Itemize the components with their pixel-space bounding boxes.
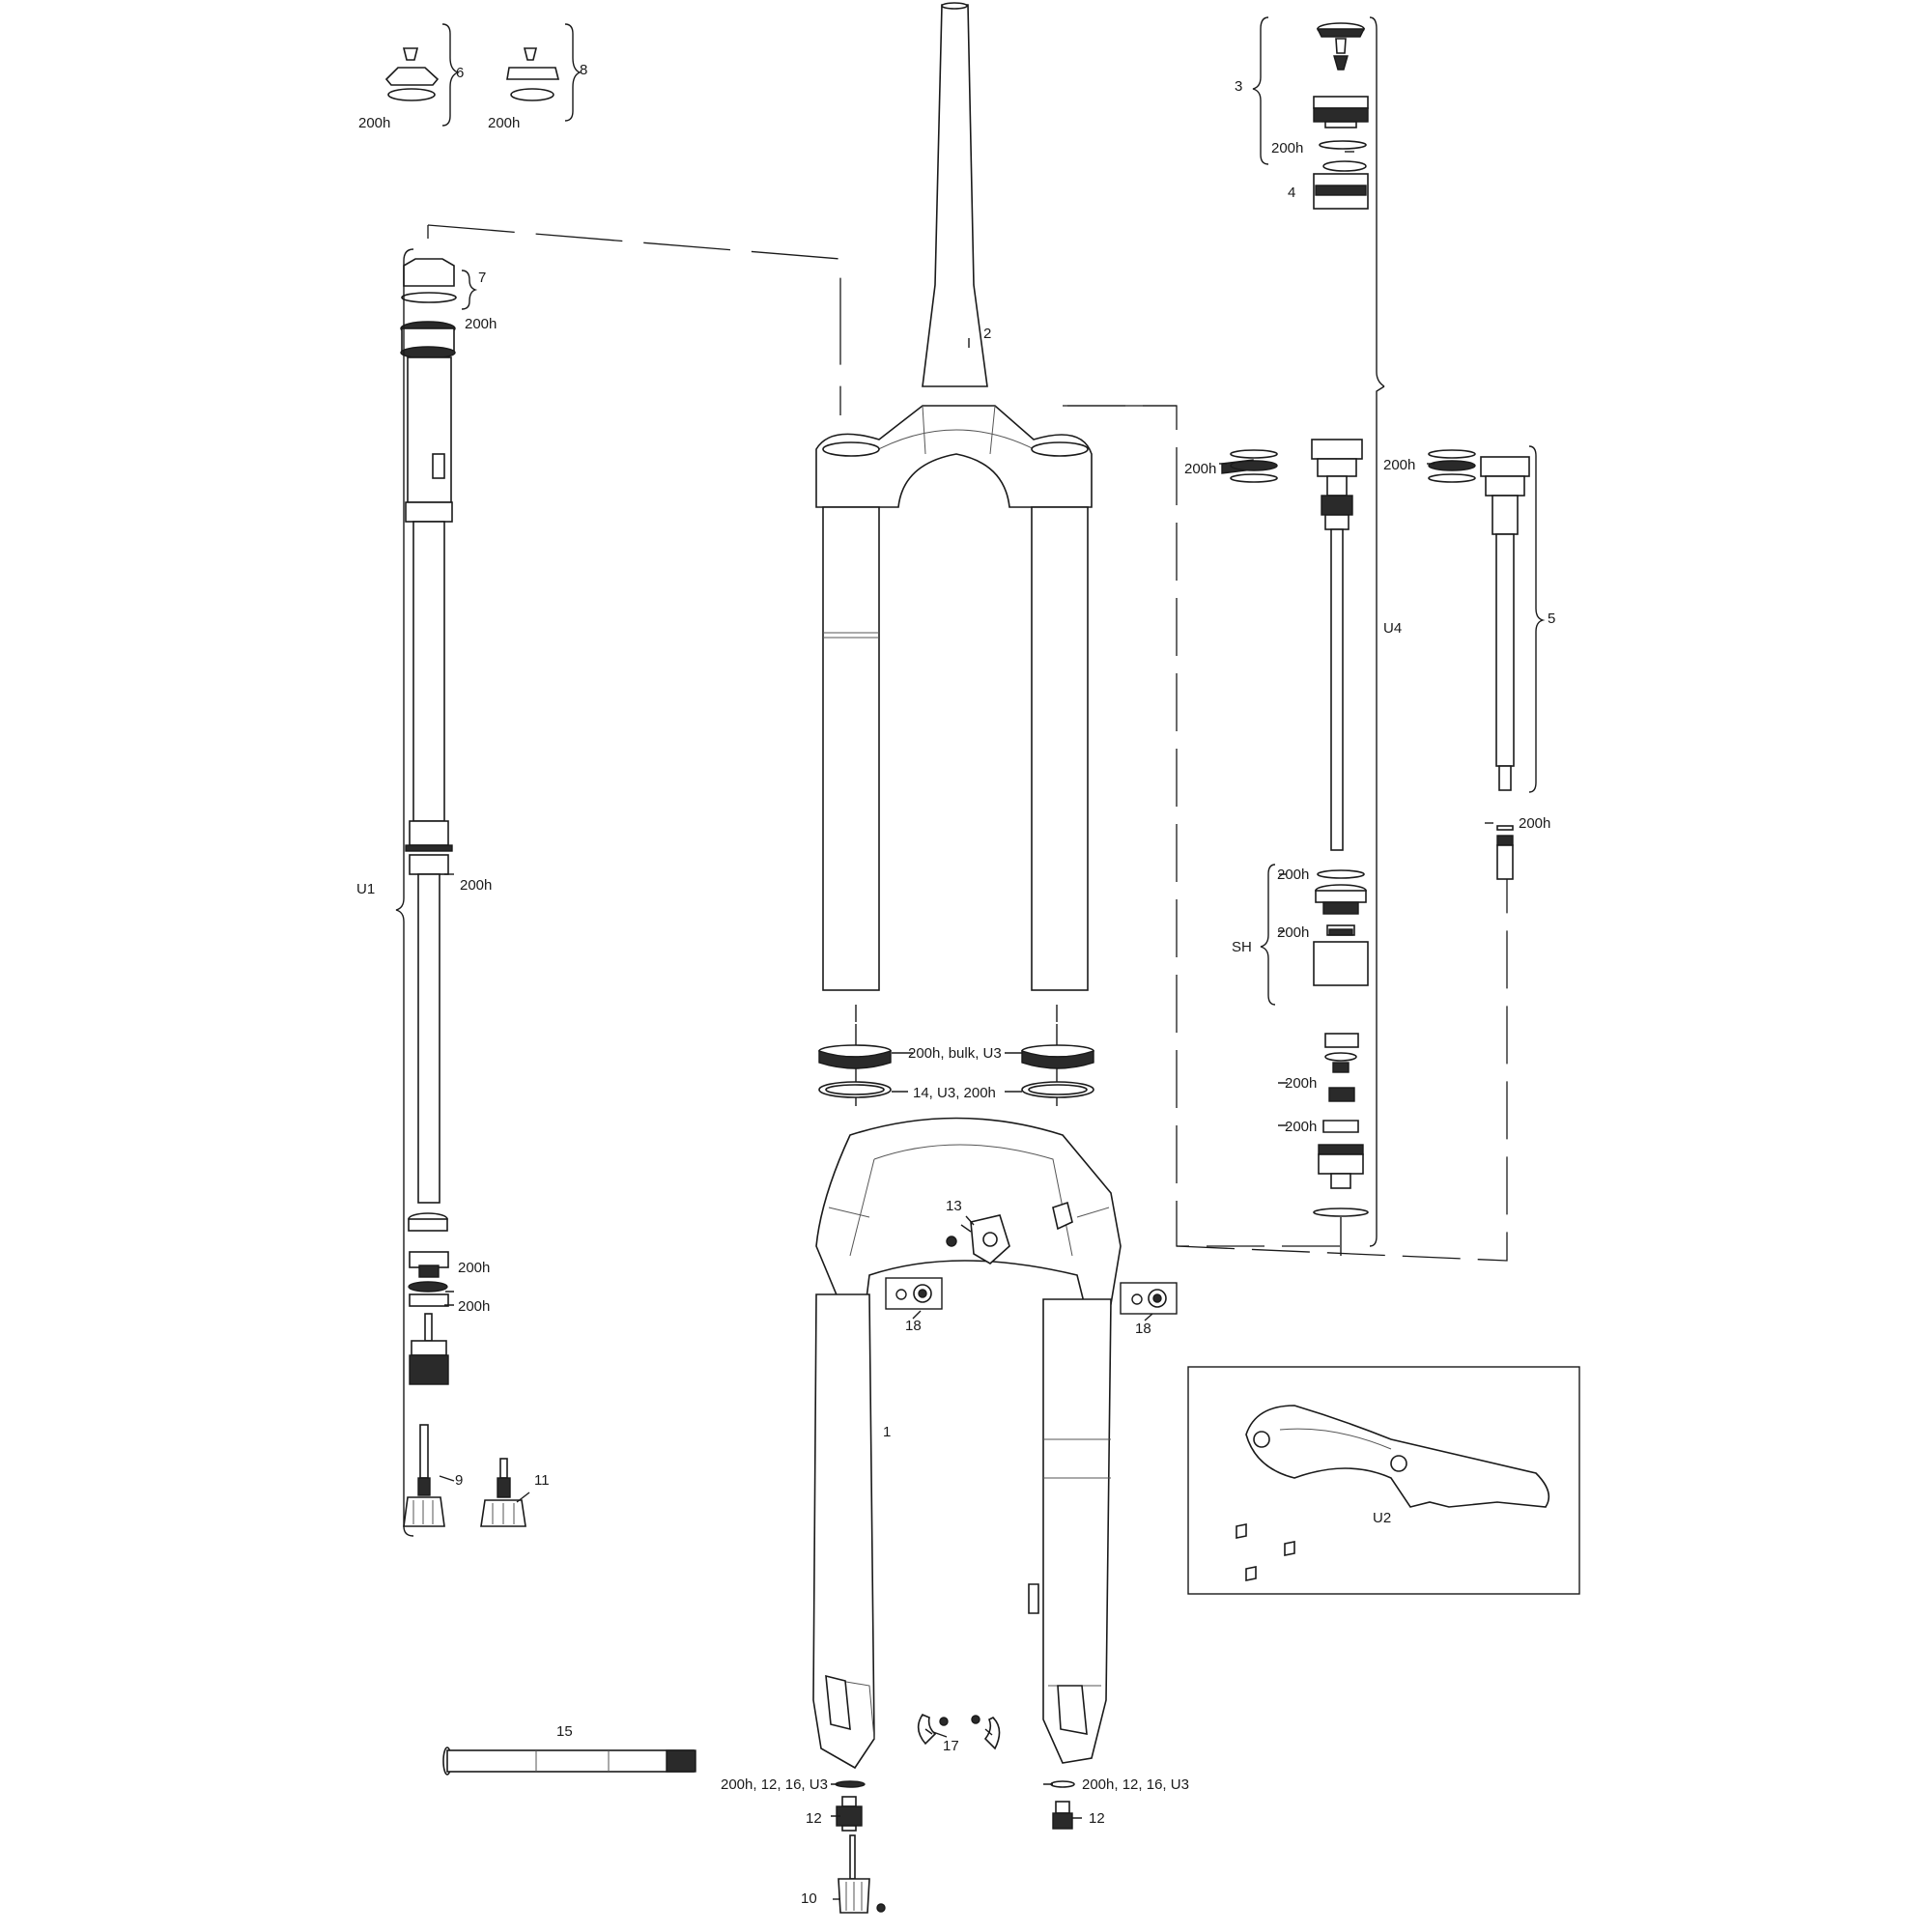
label-bolt-kit-left: 200h, 12, 16, U3 [721, 1776, 828, 1793]
hardware-18-left [885, 1277, 943, 1310]
label-foam-ring: 14, U3, 200h [913, 1085, 996, 1101]
label-part-10: 10 [801, 1890, 817, 1907]
mudguard-box [1187, 1366, 1580, 1595]
label-u2: U2 [1373, 1510, 1391, 1526]
label-part-15: 15 [556, 1723, 573, 1740]
label-part-12-right: 12 [1089, 1810, 1105, 1827]
lower-legs [812, 1117, 1122, 1770]
label-part-12-left: 12 [806, 1810, 822, 1827]
bolt-12-right [1050, 1780, 1075, 1830]
label-part-17: 17 [943, 1738, 959, 1754]
label-bolt-kit-right: 200h, 12, 16, U3 [1082, 1776, 1189, 1793]
knob-9 [403, 1424, 445, 1527]
air-shaft-u4 [1221, 439, 1363, 851]
label-wiper-seal: 200h, bulk, U3 [908, 1045, 1002, 1062]
label-part-7: 7 [478, 270, 486, 286]
label-part-18-right: 18 [1135, 1321, 1151, 1337]
axle-15 [442, 1747, 696, 1776]
air-spring-3-4 [1313, 22, 1369, 210]
wiper-seals [818, 1044, 1094, 1098]
label-seal-kit-air-right: 200h [1383, 457, 1415, 473]
damper-assembly [400, 258, 457, 1385]
crown-steerer-upper-tubes [815, 2, 1093, 991]
knob-10 [838, 1834, 886, 1914]
label-part-9: 9 [455, 1472, 463, 1489]
label-seal-kit-6: 200h [358, 115, 390, 131]
label-seal-kit-u1: 200h [460, 877, 492, 894]
label-seal-kit-damper-2: 200h [458, 1298, 490, 1315]
top-cap-8 [506, 47, 560, 101]
label-seal-kit-5: 200h [1519, 815, 1550, 832]
label-seal-kit-lower-1: 200h [1285, 1075, 1317, 1092]
label-part-13: 13 [946, 1198, 962, 1214]
label-part-3: 3 [1235, 78, 1242, 95]
leader-lines [439, 151, 1493, 1900]
label-part-11: 11 [534, 1472, 550, 1489]
knob-11 [480, 1458, 526, 1527]
label-part-4: 4 [1288, 185, 1295, 201]
cable-guide [946, 1201, 1073, 1264]
bolt-17 [917, 1714, 1001, 1750]
bolt-12-left [835, 1780, 866, 1832]
label-part-1: 1 [883, 1424, 891, 1440]
label-seal-kit-8: 200h [488, 115, 520, 131]
label-part-6: 6 [456, 65, 464, 81]
part-labels: 1 2 3 4 5 6 7 8 9 10 11 12 12 13 15 17 1… [356, 62, 1555, 1907]
label-part-18-left: 18 [905, 1318, 922, 1334]
label-seal-kit-damper-1: 200h [458, 1260, 490, 1276]
label-part-2: 2 [983, 326, 991, 342]
negative-spring-parts [1313, 1033, 1369, 1217]
air-shaft-5 [1428, 449, 1530, 880]
label-part-5: 5 [1548, 611, 1555, 627]
label-seal-kit-sh-2: 200h [1277, 924, 1309, 941]
label-u4: U4 [1383, 620, 1402, 637]
brackets [395, 16, 1546, 1537]
label-seal-kit-lower-2: 200h [1285, 1119, 1317, 1135]
shock-head-sh [1313, 869, 1369, 986]
label-sh: SH [1232, 939, 1252, 955]
top-cap-6 [384, 47, 440, 101]
label-seal-kit-sh-1: 200h [1277, 867, 1309, 883]
label-seal-kit-3: 200h [1271, 140, 1303, 156]
hardware-18-right [1120, 1282, 1178, 1315]
label-seal-kit-air-left: 200h [1184, 461, 1216, 477]
label-u1: U1 [356, 881, 375, 897]
label-part-8: 8 [580, 62, 587, 78]
label-seal-kit-7: 200h [465, 316, 497, 332]
